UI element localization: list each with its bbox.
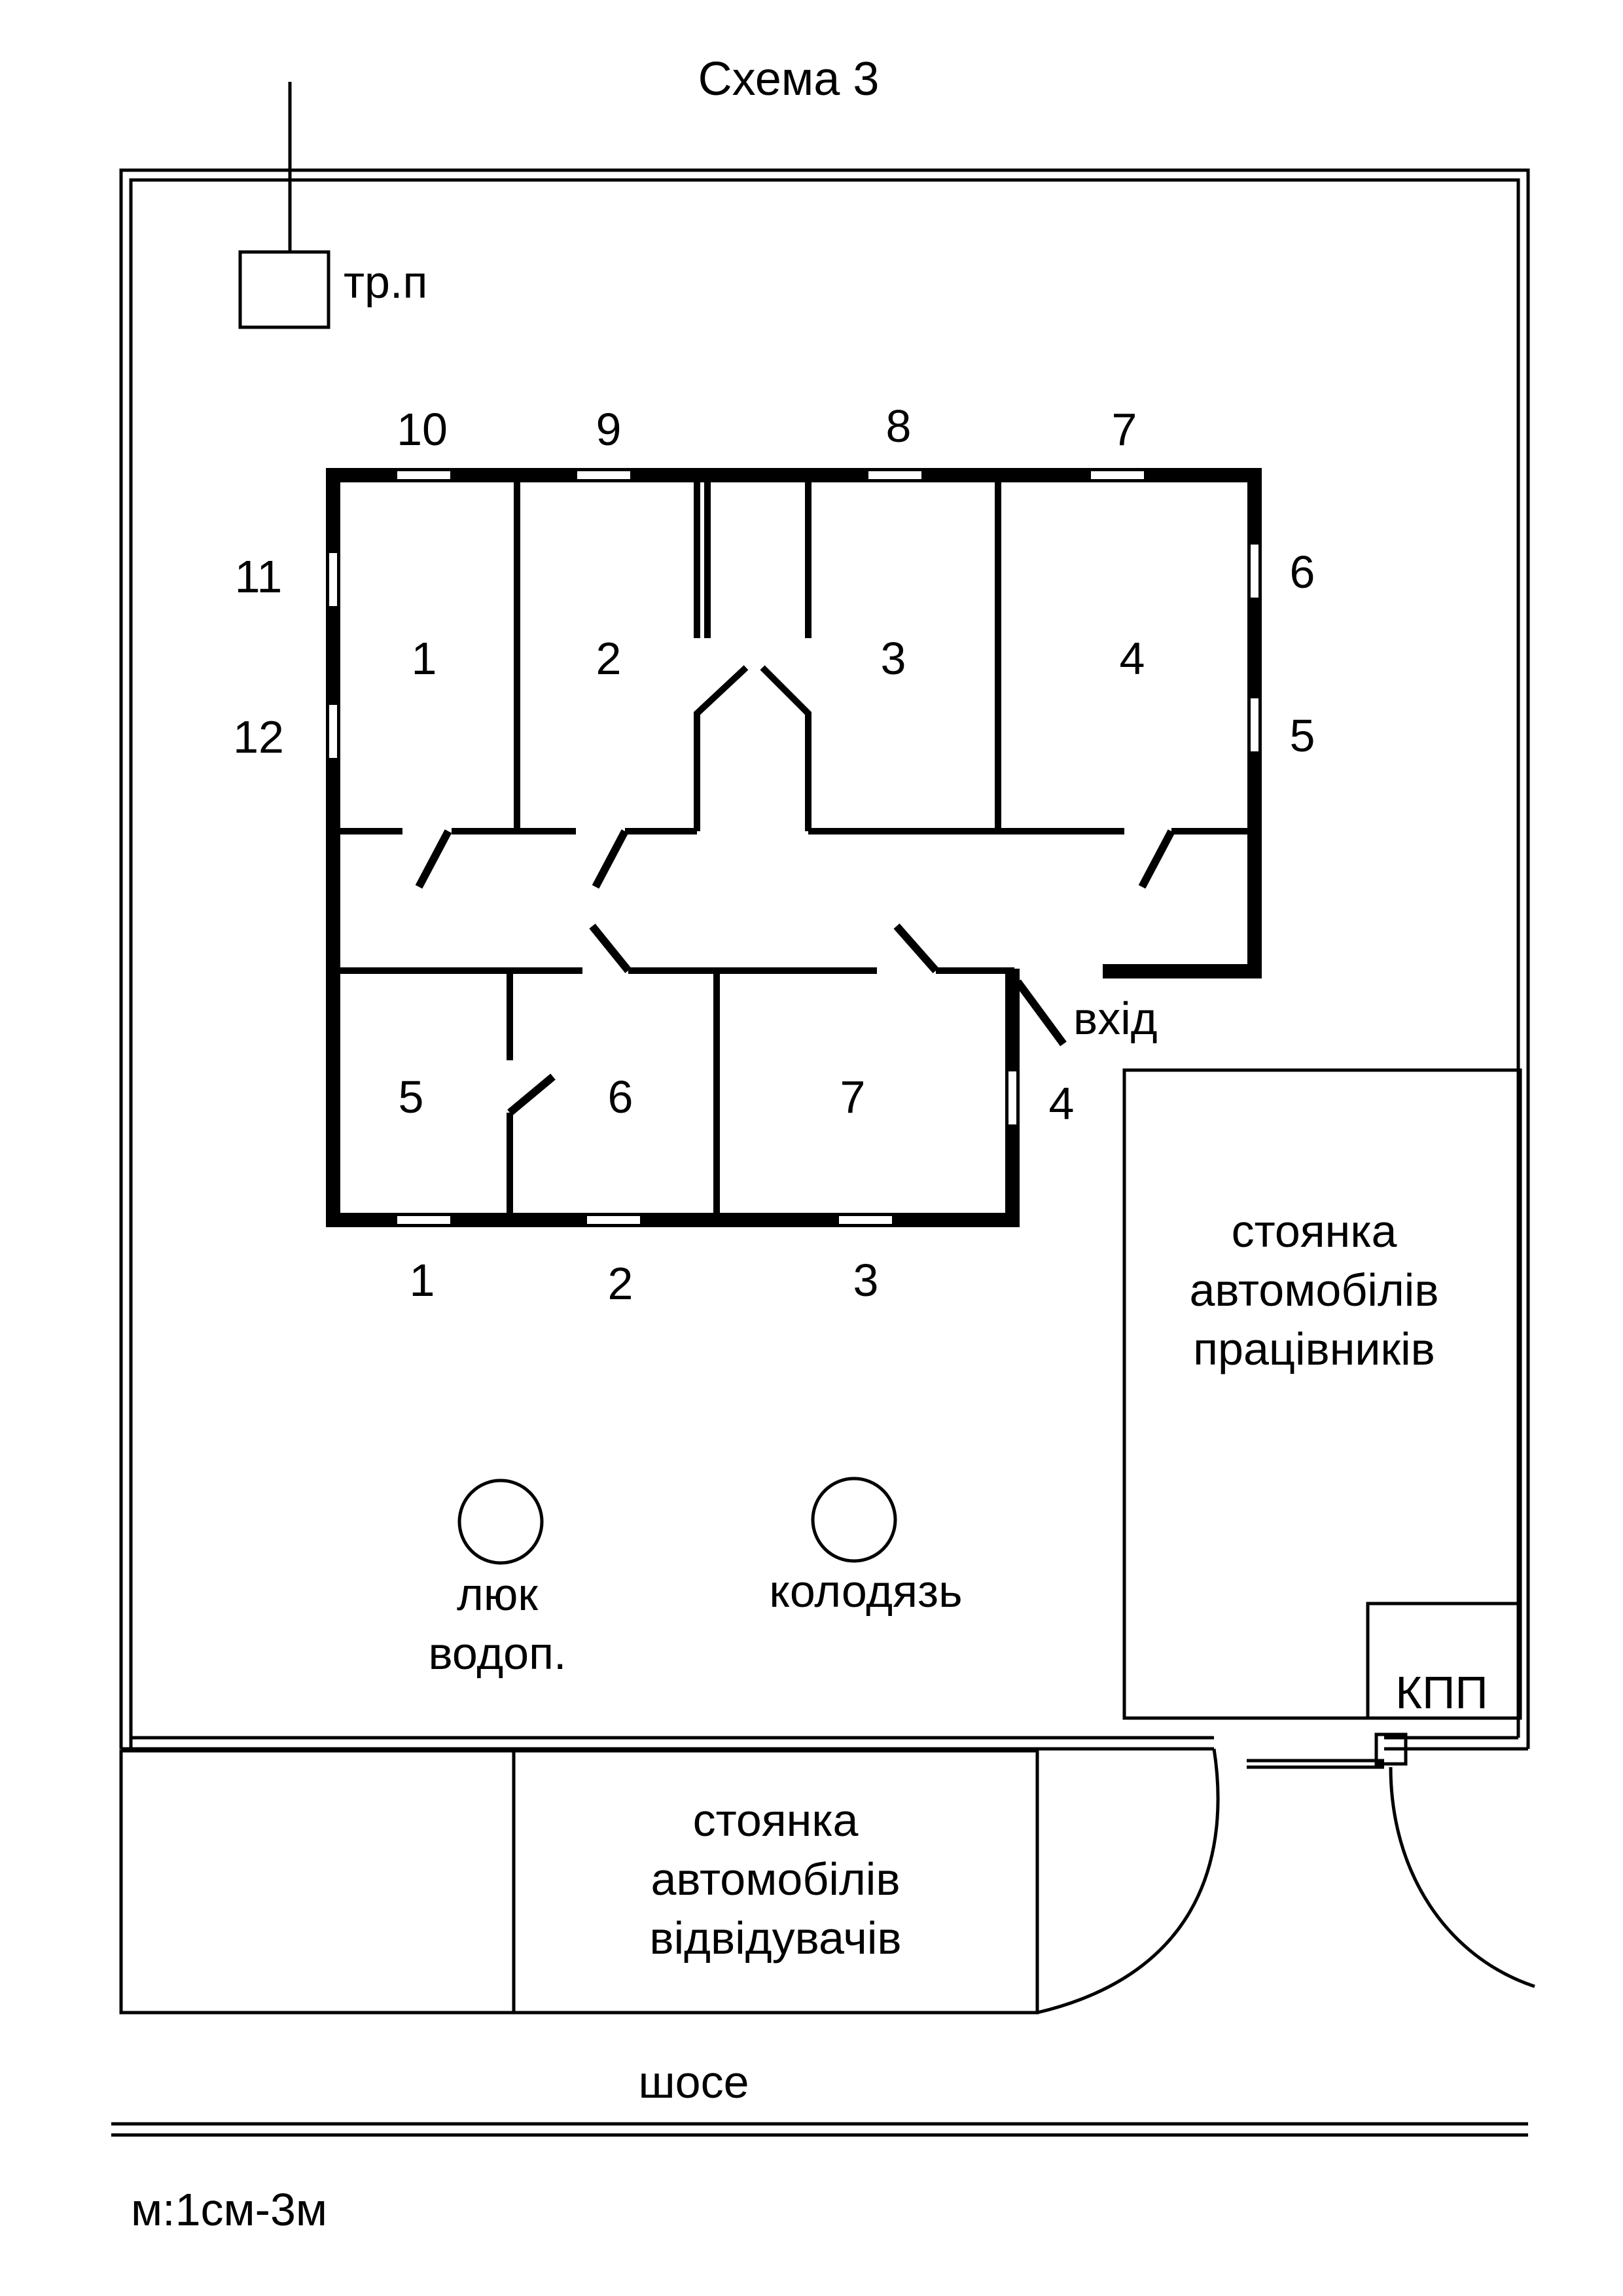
transformer-substation	[238, 82, 330, 329]
window-3-label: 3	[853, 1255, 879, 1306]
manhole-label-line2: водоп.	[429, 1628, 567, 1679]
checkpoint-label: КПП	[1395, 1667, 1488, 1718]
doors	[415, 829, 1175, 1116]
visitor-parking-area	[119, 1749, 1039, 2015]
transformer-label: тр.п	[344, 257, 427, 308]
room-3-label: 3	[881, 633, 906, 684]
window-7-label: 7	[1112, 404, 1137, 455]
road-label: шосе	[638, 2056, 749, 2108]
manhole-icon	[457, 1479, 544, 1565]
window-9-label: 9	[596, 404, 622, 455]
well-label: колодязь	[769, 1566, 962, 1617]
staff-parking-label-line3: працівників	[1193, 1323, 1435, 1374]
window-4-label: 4	[1049, 1078, 1075, 1129]
window-5-label: 5	[1290, 710, 1315, 761]
window-10-label: 10	[397, 404, 448, 455]
visitor-parking-label-line1: стоянка	[693, 1795, 859, 1846]
main-entrance-door	[1014, 979, 1067, 1047]
entrance-label: вхід	[1073, 993, 1158, 1044]
checkpoint-building	[1366, 1602, 1522, 1720]
interior-walls	[340, 482, 1249, 1213]
scale-label: м:1см-3м	[131, 2184, 327, 2235]
well-icon	[811, 1477, 897, 1563]
visitor-parking-label-line3: відвідувачів	[649, 1912, 901, 1964]
staff-parking-label-line2: автомобілів	[1189, 1265, 1438, 1316]
window-12-label: 12	[233, 711, 284, 762]
plan-title: Схема 3	[698, 53, 880, 105]
visitor-parking-label-line2: автомобілів	[651, 1854, 900, 1905]
manhole-label-line1: люк	[457, 1569, 538, 1620]
room-4-label: 4	[1120, 633, 1145, 684]
room-2-label: 2	[596, 633, 622, 684]
room-7-label: 7	[840, 1071, 866, 1122]
window-8-label: 8	[886, 401, 912, 452]
building-outer-walls	[326, 468, 1262, 1227]
window-11-label: 11	[235, 551, 283, 602]
window-2-label: 2	[608, 1258, 633, 1309]
room-5-label: 5	[399, 1071, 424, 1122]
road-lines	[111, 2122, 1528, 2137]
windows	[327, 469, 1261, 1227]
room-6-label: 6	[608, 1071, 633, 1122]
staff-parking-area	[1122, 1068, 1522, 1720]
window-6-label: 6	[1290, 547, 1315, 598]
gates	[1037, 1732, 1535, 2015]
staff-parking-label-line1: стоянка	[1232, 1206, 1397, 1257]
room-1-label: 1	[412, 633, 437, 684]
window-1-label: 1	[410, 1255, 435, 1306]
